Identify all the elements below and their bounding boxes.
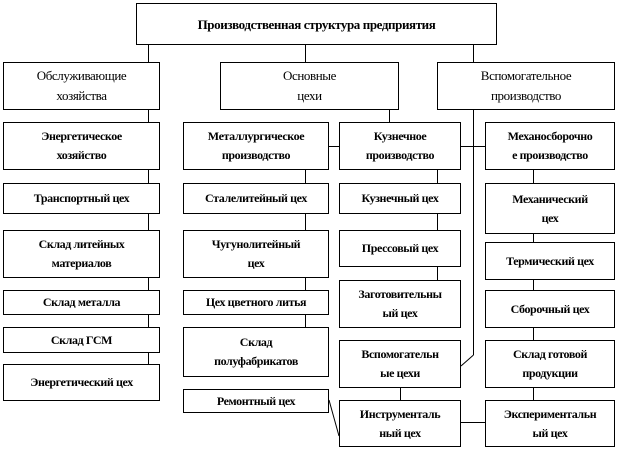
category-service: Обслуживающие хозяйства	[3, 62, 160, 110]
box-mechanical-shop: Механический цех	[485, 183, 615, 234]
box-steel-foundry: Сталелитейный цех	[183, 183, 329, 214]
box-press-shop: Прессовый цех	[339, 230, 461, 267]
box-fuel-store: Склад ГСМ	[3, 327, 160, 353]
box-blank-shop: Заготовительны ый цех	[339, 280, 461, 328]
box-assembly-shop: Сборочный цех	[485, 290, 615, 328]
box-transport-shop: Транспортный цех	[3, 183, 160, 214]
box-iron-foundry: Чугунолитейный цех	[183, 230, 329, 278]
box-finished-goods-store: Склад готовой продукции	[485, 340, 615, 388]
category-main: Основные цехи	[220, 62, 399, 110]
box-forging: Кузнечное производство	[339, 122, 461, 170]
box-thermal-shop: Термический цех	[485, 242, 615, 280]
box-machine-assembly: Механосборочно е производство	[485, 122, 615, 170]
box-metallurgy: Металлургическое производство	[183, 122, 329, 170]
box-repair-shop: Ремонтный цех	[183, 389, 329, 413]
box-energy-facility: Энергетическое хозяйство	[3, 122, 160, 170]
box-foundry-materials-store: Склад литейных материалов	[3, 230, 160, 278]
box-semifinished-store: Склад полуфабрикатов	[183, 327, 329, 377]
category-auxiliary: Вспомогательное производство	[437, 62, 615, 110]
diagram-title: Производственная структура предприятия	[136, 3, 497, 45]
box-experimental-shop: Экспериментальн ый цех	[485, 400, 615, 447]
box-energy-shop: Энергетический цех	[3, 364, 160, 401]
box-forge-shop: Кузнечный цех	[339, 183, 461, 214]
box-auxiliary-shops: Вспомогательн ые цехи	[339, 340, 461, 388]
box-tool-shop: Инструменталь ный цех	[339, 400, 461, 447]
box-nonferrous-foundry: Цех цветного литья	[183, 290, 329, 315]
box-metal-store: Склад металла	[3, 290, 160, 315]
